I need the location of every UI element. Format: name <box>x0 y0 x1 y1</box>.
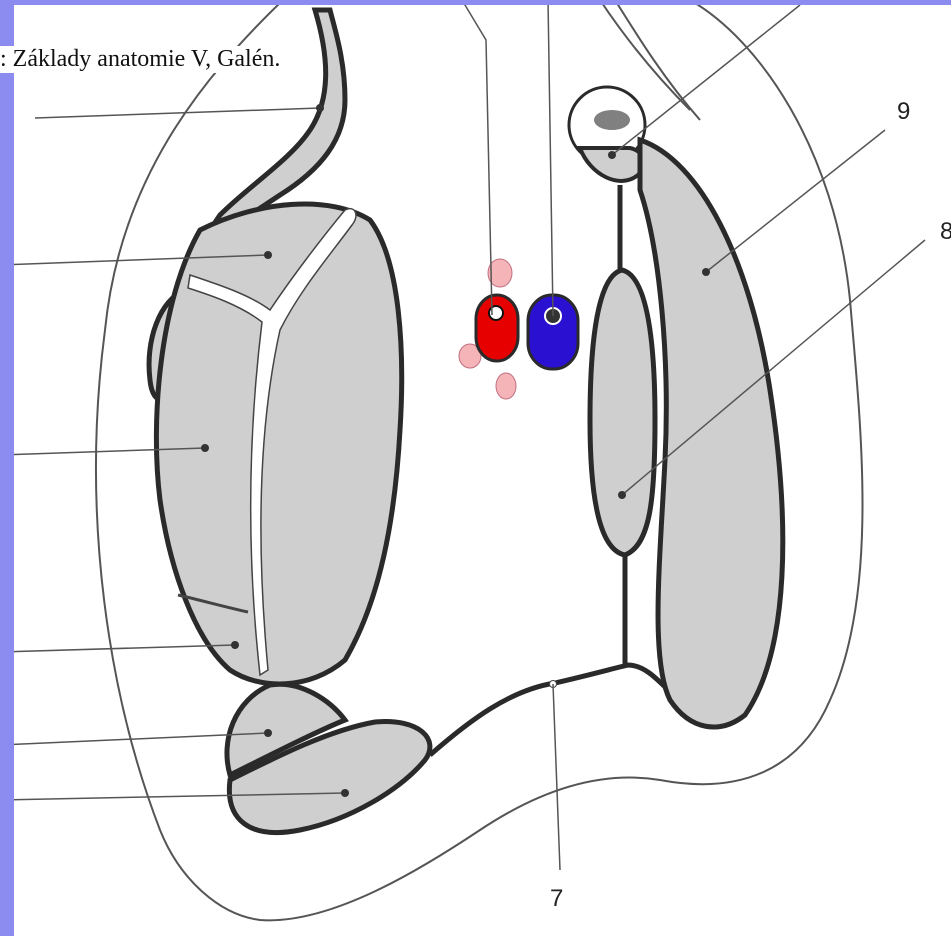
middle-elongated-organ <box>590 270 655 555</box>
source-caption: : Základy anatomie V, Galén. <box>0 46 282 73</box>
label-8: 8 <box>940 218 951 246</box>
label-7: 7 <box>550 885 563 913</box>
artery-shape <box>476 295 518 361</box>
left-frame-bar <box>0 0 14 936</box>
label-9: 9 <box>897 98 910 126</box>
top-frame-bar <box>0 0 951 5</box>
top-round-speckle <box>594 110 630 130</box>
floor-line <box>430 665 690 755</box>
lymph-node-3 <box>496 373 516 399</box>
leader-lines <box>0 0 925 870</box>
